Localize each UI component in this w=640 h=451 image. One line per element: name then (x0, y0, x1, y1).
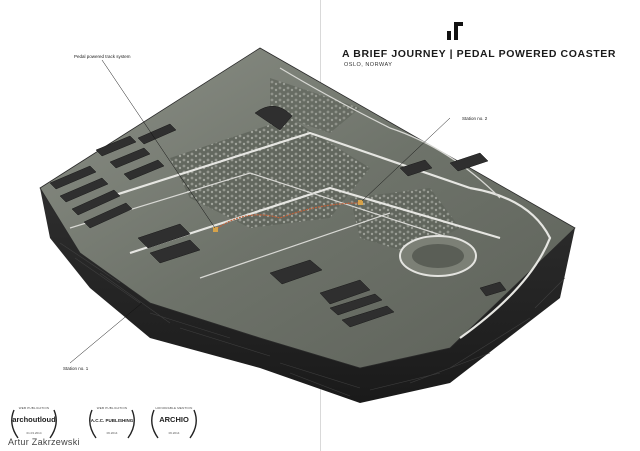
award-name: archoutloud (12, 415, 56, 424)
building (83, 202, 133, 229)
award-badge: HONORABLE MENTION ARCHIO 06.2014 (146, 404, 202, 442)
author-name: Artur Zakrzewski (8, 437, 80, 447)
road (199, 212, 391, 279)
building (399, 159, 433, 177)
annotation-track-system: Pedal powered track system (74, 54, 131, 59)
laurel-wreath-icon (11, 409, 57, 439)
laurel-wreath-icon (151, 409, 197, 439)
award-name: A.C.C. PUBLISHING (90, 418, 134, 423)
building (341, 305, 395, 328)
building (149, 239, 201, 264)
building (109, 147, 151, 169)
building (137, 223, 191, 249)
building (123, 159, 165, 181)
award-date: 01.03.2014 (26, 431, 42, 435)
page-subtitle: OSLO, NORWAY (344, 62, 393, 68)
building (479, 281, 507, 297)
leader-line (101, 59, 216, 229)
page-title: A BRIEF JOURNEY | PEDAL POWERED COASTER (342, 48, 617, 60)
award-name: ARCHIO (159, 415, 189, 424)
award-label: HONORABLE MENTION (155, 406, 193, 410)
building (49, 165, 97, 190)
wooded-area (270, 78, 360, 133)
leader-line (361, 117, 451, 202)
station-marker (213, 227, 218, 232)
coaster-track (214, 202, 361, 231)
award-badge: WEB PUBLICATION archoutloud 01.03.2014 (6, 404, 62, 442)
annotation-station-1: Station no. 1 (63, 366, 89, 371)
building (254, 106, 293, 131)
award-date: 06.2014 (106, 431, 118, 435)
building (269, 259, 323, 285)
stadium-field (412, 244, 464, 268)
building (71, 189, 121, 216)
road (279, 67, 501, 199)
laurel-wreath-icon (89, 409, 135, 439)
rock-texture (59, 242, 566, 391)
building (95, 135, 137, 157)
award-badge: WEB PUBLICATION A.C.C. PUBLISHING 06.201… (84, 404, 140, 442)
wooded-area (170, 118, 370, 228)
project-logo-icon (446, 22, 464, 40)
award-label: WEB PUBLICATION (96, 406, 128, 410)
station-marker (358, 200, 363, 205)
building (449, 152, 489, 172)
site-model-illustration (39, 47, 576, 403)
annotation-station-2: Station no. 2 (462, 116, 488, 121)
road (129, 186, 501, 255)
building (329, 293, 383, 316)
road (459, 186, 552, 339)
rock-texture (74, 257, 491, 397)
award-date: 06.2014 (168, 431, 180, 435)
leader-line (69, 302, 143, 364)
building (319, 279, 371, 305)
building (59, 177, 109, 203)
award-label: WEB PUBLICATION (18, 406, 50, 410)
awards-row: WEB PUBLICATION archoutloud 01.03.2014 W… (6, 404, 306, 444)
building (137, 123, 177, 145)
